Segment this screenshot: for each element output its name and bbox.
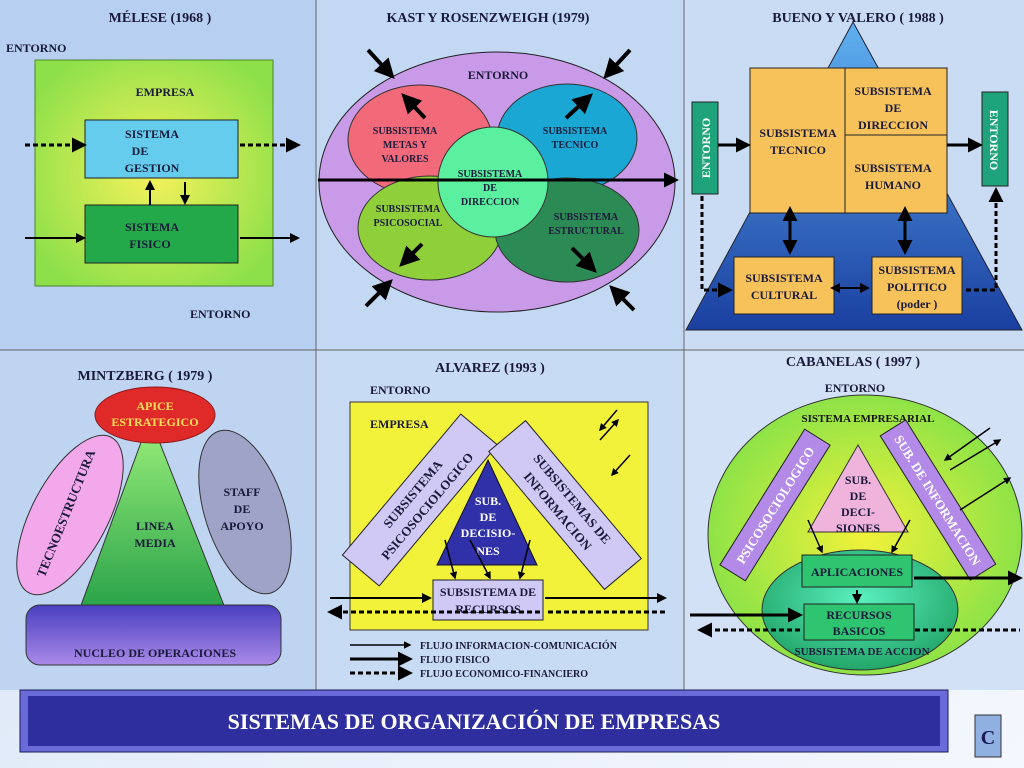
cabanelas-decision-triangle (807, 443, 909, 533)
kast-model: KAST Y ROSENZWEIGH (1979) ENTORNO SUBSIS… (318, 11, 679, 313)
bueno-entorno-left (691, 101, 719, 195)
bueno-tecnico-2: TECNICO (770, 143, 826, 157)
logo-text: C (981, 727, 995, 749)
alvarez-decision-1: SUB. (475, 494, 501, 508)
mintzberg-staff-2: DE (234, 502, 251, 516)
bueno-entorno-right-label: ENTORNO (987, 110, 1001, 170)
kast-metas-3: VALORES (381, 154, 428, 165)
mintzberg-apice-1: APICE (136, 399, 173, 413)
bueno-heading: BUENO Y VALERO ( 1988 ) (772, 11, 944, 26)
kast-heading: KAST Y ROSENZWEIGH (1979) (387, 11, 590, 26)
bueno-humano-1: SUBSISTEMA (854, 161, 932, 175)
mintzberg-apice-ellipse (94, 386, 216, 444)
bueno-humano-2: HUMANO (865, 178, 921, 192)
mintzberg-model: MINTZBERG ( 1979 ) LINEA MEDIA APICE EST… (16, 369, 292, 666)
kast-direccion-2: DE (483, 183, 497, 194)
bueno-politico-2: POLITICO (887, 280, 947, 294)
cabanelas-empresarial: SISTEMA EMPRESARIAL (802, 413, 935, 425)
legend-informacion: FLUJO INFORMACION-COMUNICACIÓN (420, 640, 618, 652)
cabanelas-recursos-2: BASICOS (833, 624, 886, 638)
cabanelas-model: CABANELAS ( 1997 ) ENTORNO SISTEMA EMPRE… (690, 355, 1023, 676)
bueno-cultural-box (733, 256, 835, 315)
cabanelas-entorno: ENTORNO (825, 381, 885, 395)
bueno-politico-box (871, 256, 963, 315)
alvarez-entorno: ENTORNO (370, 383, 430, 397)
melese-fisico-box (84, 204, 239, 264)
kast-metas-1: SUBSISTEMA (373, 126, 438, 137)
melese-gestion-1: SISTEMA (125, 127, 179, 141)
mintzberg-linea-1: LINEA (136, 519, 174, 533)
cabanelas-recursos-box (803, 603, 915, 641)
mintzberg-apice-2: ESTRATEGICO (111, 415, 198, 429)
melese-fisico-2: FISICO (129, 237, 170, 251)
kast-psicosocial-1: SUBSISTEMA (376, 204, 441, 215)
melese-empresa-label: EMPRESA (136, 85, 195, 99)
bueno-tecnico-1: SUBSISTEMA (759, 126, 837, 140)
melese-model: MÉLESE (1968 ) ENTORNO EMPRESA SISTEMA D… (6, 9, 301, 321)
bueno-direccion-2: DE (885, 101, 902, 115)
kast-direccion-3: DIRECCION (461, 197, 520, 208)
cabanelas-heading: CABANELAS ( 1997 ) (786, 355, 921, 370)
bueno-cultural-1: SUBSISTEMA (745, 271, 823, 285)
alvarez-decision-3: DECISIO- (461, 526, 516, 540)
cabanelas-decision-4: SIONES (836, 521, 880, 535)
melese-entorno-top: ENTORNO (6, 41, 66, 55)
melese-entorno-bottom: ENTORNO (190, 307, 250, 321)
bueno-cultural-2: CULTURAL (751, 288, 817, 302)
alvarez-empresa: EMPRESA (370, 417, 429, 431)
melese-gestion-3: GESTION (125, 161, 180, 175)
alvarez-recursos-1: SUBSISTEMA DE (440, 585, 536, 599)
melese-gestion-2: DE (132, 144, 149, 158)
mintzberg-staff-1: STAFF (223, 485, 260, 499)
kast-entorno: ENTORNO (468, 68, 528, 82)
kast-direccion-1: SUBSISTEMA (458, 169, 523, 180)
cabanelas-decision-3: DECI- (841, 505, 875, 519)
bueno-model: BUENO Y VALERO ( 1988 ) SUBSISTEMA TECNI… (685, 11, 1023, 331)
mintzberg-linea-2: MEDIA (134, 536, 176, 550)
kast-arrows (364, 48, 636, 312)
melese-fisico-1: SISTEMA (125, 220, 179, 234)
alvarez-decision-2: DE (480, 510, 497, 524)
alvarez-heading: ALVAREZ (1993 ) (435, 361, 545, 376)
legend-economico: FLUJO ECONOMICO-FINANCIERO (420, 669, 588, 680)
bueno-main-box (749, 67, 948, 214)
cabanelas-accion: SUBSISTEMA DE ACCION (794, 646, 929, 658)
kast-estructural-1: SUBSISTEMA (554, 212, 619, 223)
alvarez-model: ALVAREZ (1993 ) ENTORNO EMPRESA SUBSISTE… (327, 361, 667, 681)
bueno-politico-1: SUBSISTEMA (878, 263, 956, 277)
cabanelas-decision-1: SUB. (845, 473, 871, 487)
mintzberg-nucleo: NUCLEO DE OPERACIONES (74, 646, 236, 660)
cabanelas-decision-2: DE (850, 489, 867, 503)
kast-psicosocial-2: PSICOSOCIAL (374, 218, 443, 229)
alvarez-decision-4: NES (476, 544, 500, 558)
mintzberg-heading: MINTZBERG ( 1979 ) (78, 369, 213, 384)
kast-direccion-circle (437, 126, 549, 238)
title-bar: SISTEMAS DE ORGANIZACIÓN DE EMPRESAS (19, 689, 949, 753)
bueno-entorno-left-label: ENTORNO (699, 118, 713, 178)
mintzberg-staff-3: APOYO (220, 519, 263, 533)
mintzberg-tecno-ellipse (16, 434, 124, 596)
mintzberg-nucleo-box (25, 604, 282, 666)
bueno-direccion-3: DIRECCION (858, 118, 928, 132)
melese-heading: MÉLESE (1968 ) (109, 9, 212, 26)
kast-tecnico-1: SUBSISTEMA (543, 126, 608, 137)
cabanelas-aplicaciones-box (801, 554, 913, 588)
bueno-direccion-1: SUBSISTEMA (854, 84, 932, 98)
mintzberg-staff-ellipse (198, 429, 292, 595)
logo-icon: C (974, 714, 1002, 758)
alvarez-recursos-2: RECURSOS (455, 602, 521, 616)
cabanelas-aplicaciones: APLICACIONES (811, 565, 903, 579)
kast-estructural-2: ESTRUCTURAL (548, 226, 624, 237)
bueno-politico-3: (poder ) (897, 297, 938, 311)
main-title: SISTEMAS DE ORGANIZACIÓN DE EMPRESAS (228, 709, 721, 734)
alvarez-decision-triangle (436, 458, 538, 566)
cabanelas-recursos-1: RECURSOS (826, 608, 892, 622)
legend-fisico: FLUJO FISICO (420, 655, 490, 666)
kast-tecnico-2: TECNICO (552, 140, 599, 151)
kast-metas-2: METAS Y (383, 140, 428, 151)
